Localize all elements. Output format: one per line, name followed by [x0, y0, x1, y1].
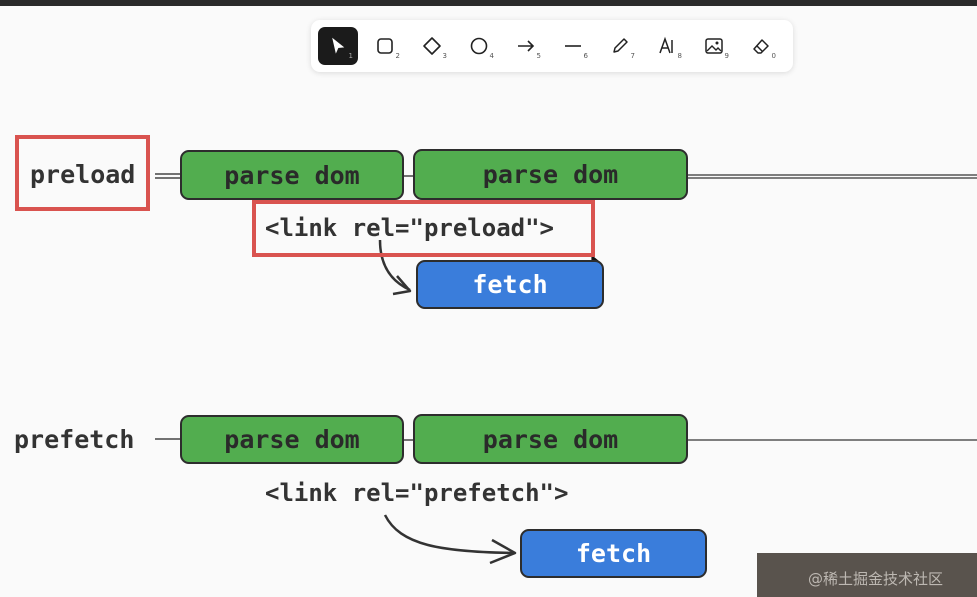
- shortcut-key: 7: [630, 52, 635, 60]
- text-tool-button[interactable]: 8: [647, 27, 687, 65]
- preload-label: preload: [30, 160, 136, 189]
- prefetch-arrow: [383, 514, 516, 555]
- preload-link-highlight: [252, 200, 595, 257]
- shortcut-key: 0: [771, 52, 776, 60]
- line-icon: [565, 45, 581, 47]
- shortcut-key: 9: [724, 52, 729, 60]
- eraser-icon: [753, 39, 769, 54]
- eraser-tool-button[interactable]: 0: [741, 27, 781, 65]
- watermark-background: [757, 553, 977, 597]
- arrow-icon: [518, 40, 535, 52]
- preload-parse-dom-box-2[interactable]: parse dom: [413, 149, 688, 200]
- selection-tool-button[interactable]: 1: [318, 27, 358, 65]
- shortcut-key: 3: [442, 52, 447, 60]
- drawing-toolbar: 1 2 3 4 5 6 7 8 9 0: [311, 20, 793, 72]
- shortcut-key: 5: [536, 52, 541, 60]
- rectangle-icon: [377, 38, 393, 54]
- rectangle-tool-button[interactable]: 2: [365, 27, 405, 65]
- prefetch-parse-dom-box-1[interactable]: parse dom: [180, 415, 404, 464]
- prefetch-parse-dom-box-2[interactable]: parse dom: [413, 414, 688, 464]
- text-icon: [659, 36, 673, 54]
- prefetch-link-tag: <link rel="prefetch">: [265, 479, 569, 507]
- pencil-icon: [613, 38, 628, 53]
- watermark-text: @稀土掘金技术社区: [808, 570, 944, 588]
- line-tool-button[interactable]: 6: [553, 27, 593, 65]
- shortcut-key: 4: [489, 52, 494, 60]
- shortcut-key: 2: [395, 52, 400, 60]
- ellipse-icon: [470, 37, 488, 55]
- diamond-tool-button[interactable]: 3: [412, 27, 452, 65]
- arrow-tool-button[interactable]: 5: [506, 27, 546, 65]
- draw-tool-button[interactable]: 7: [600, 27, 640, 65]
- image-icon: [705, 38, 723, 54]
- shortcut-key: 6: [583, 52, 588, 60]
- shortcut-key: 8: [677, 52, 682, 60]
- ellipse-tool-button[interactable]: 4: [459, 27, 499, 65]
- preload-arrow: [378, 239, 411, 292]
- preload-label-highlight: [15, 135, 150, 211]
- prefetch-fetch-box[interactable]: fetch: [520, 529, 707, 578]
- window-top-bar: [0, 0, 977, 6]
- pointer-icon: [332, 37, 345, 54]
- shortcut-key: 1: [348, 52, 353, 60]
- image-tool-button[interactable]: 9: [694, 27, 734, 65]
- preload-fetch-box[interactable]: fetch: [416, 260, 604, 309]
- preload-link-tag: <link rel="preload">: [265, 214, 554, 242]
- prefetch-label: prefetch: [14, 425, 135, 454]
- diamond-icon: [423, 37, 441, 55]
- preload-parse-dom-box-1[interactable]: parse dom: [180, 150, 404, 200]
